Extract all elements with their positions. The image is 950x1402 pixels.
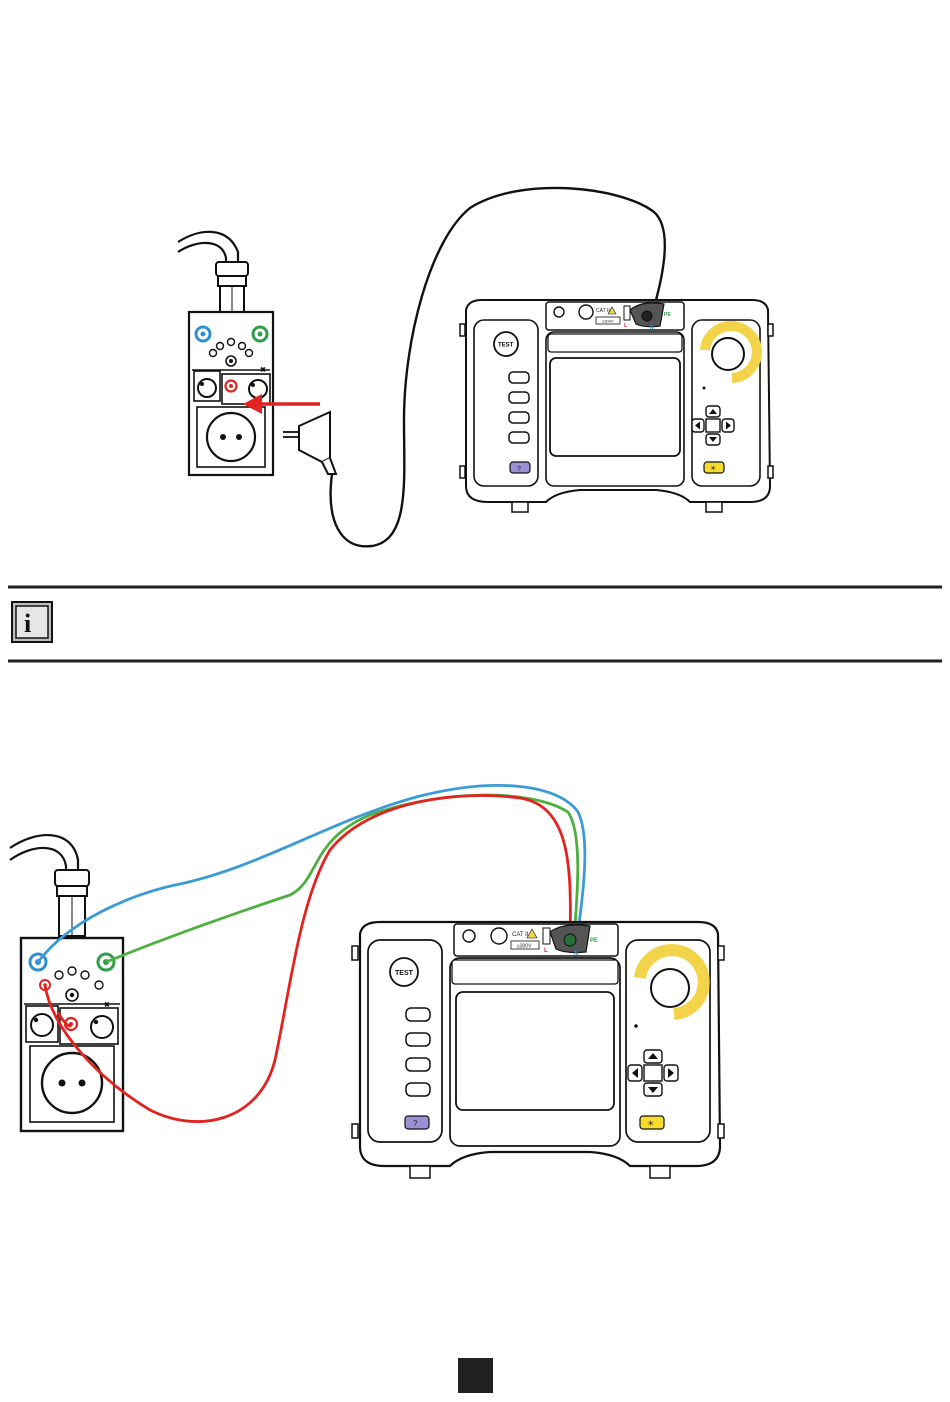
adapter-mains-socket-bottom (42, 1053, 102, 1113)
function-key-1[interactable] (509, 372, 529, 383)
voltage-rating-label-bottom: ≥300V (517, 944, 532, 950)
bottom-figure: ✖ (10, 785, 724, 1178)
test-button-label: TEST (498, 343, 514, 349)
backlight-symbol: ☀ (710, 465, 716, 473)
adapter-right-knob (249, 380, 267, 398)
voltage-rating-label: ≥300V (602, 319, 614, 324)
nav-enter[interactable] (706, 419, 720, 432)
pe-terminal-label: PE (664, 312, 671, 318)
cat-rating-label: CAT II (596, 308, 610, 314)
n-terminal-label: N (650, 325, 654, 331)
help-symbol-bottom: ? (413, 1119, 418, 1128)
adapter-left-knob-bottom (31, 1014, 53, 1036)
adapter-mains-socket (207, 413, 255, 461)
l-terminal-label: L (624, 323, 627, 329)
adapter-connector-bottom (55, 870, 89, 936)
adapter-left-knob (198, 379, 216, 397)
l-terminal-label-bottom: L (544, 948, 548, 954)
test-button-label-bottom: TEST (395, 970, 414, 977)
function-key-3[interactable] (509, 412, 529, 423)
help-symbol: ? (517, 466, 521, 473)
adapter-right-knob-bottom (91, 1016, 113, 1038)
test-adapter-box: ✖ (189, 312, 273, 475)
function-key-3-bottom[interactable] (406, 1058, 430, 1071)
info-icon-letter: i (24, 609, 31, 638)
function-key-2-bottom[interactable] (406, 1033, 430, 1046)
page-number-block (458, 1358, 493, 1393)
n-terminal-label-bottom: N (574, 951, 578, 957)
top-figure: ✖ (178, 188, 773, 546)
backlight-symbol-bottom: ☀ (647, 1119, 654, 1128)
adapter-connector (216, 262, 248, 312)
installation-tester-top: CAT II ≥300V L N PE TEST ? (460, 300, 773, 512)
info-note-bar: i (8, 587, 942, 661)
pe-terminal-label-bottom: PE (590, 938, 598, 944)
function-key-1-bottom[interactable] (406, 1008, 430, 1021)
mains-plug (283, 412, 336, 474)
rotary-switch-bottom[interactable] (651, 969, 689, 1007)
function-key-4[interactable] (509, 432, 529, 443)
tester-display-bottom (456, 992, 614, 1110)
installation-tester-bottom: CAT II ≥300V L N PE TEST ? (352, 922, 724, 1178)
tester-display (550, 358, 680, 456)
function-key-2[interactable] (509, 392, 529, 403)
rotary-switch[interactable] (712, 338, 744, 370)
function-key-4-bottom[interactable] (406, 1083, 430, 1096)
cat-rating-label-bottom: CAT II (512, 932, 529, 938)
test-adapter-box-bottom: ✖ (21, 938, 123, 1131)
nav-enter-bottom[interactable] (644, 1065, 662, 1081)
